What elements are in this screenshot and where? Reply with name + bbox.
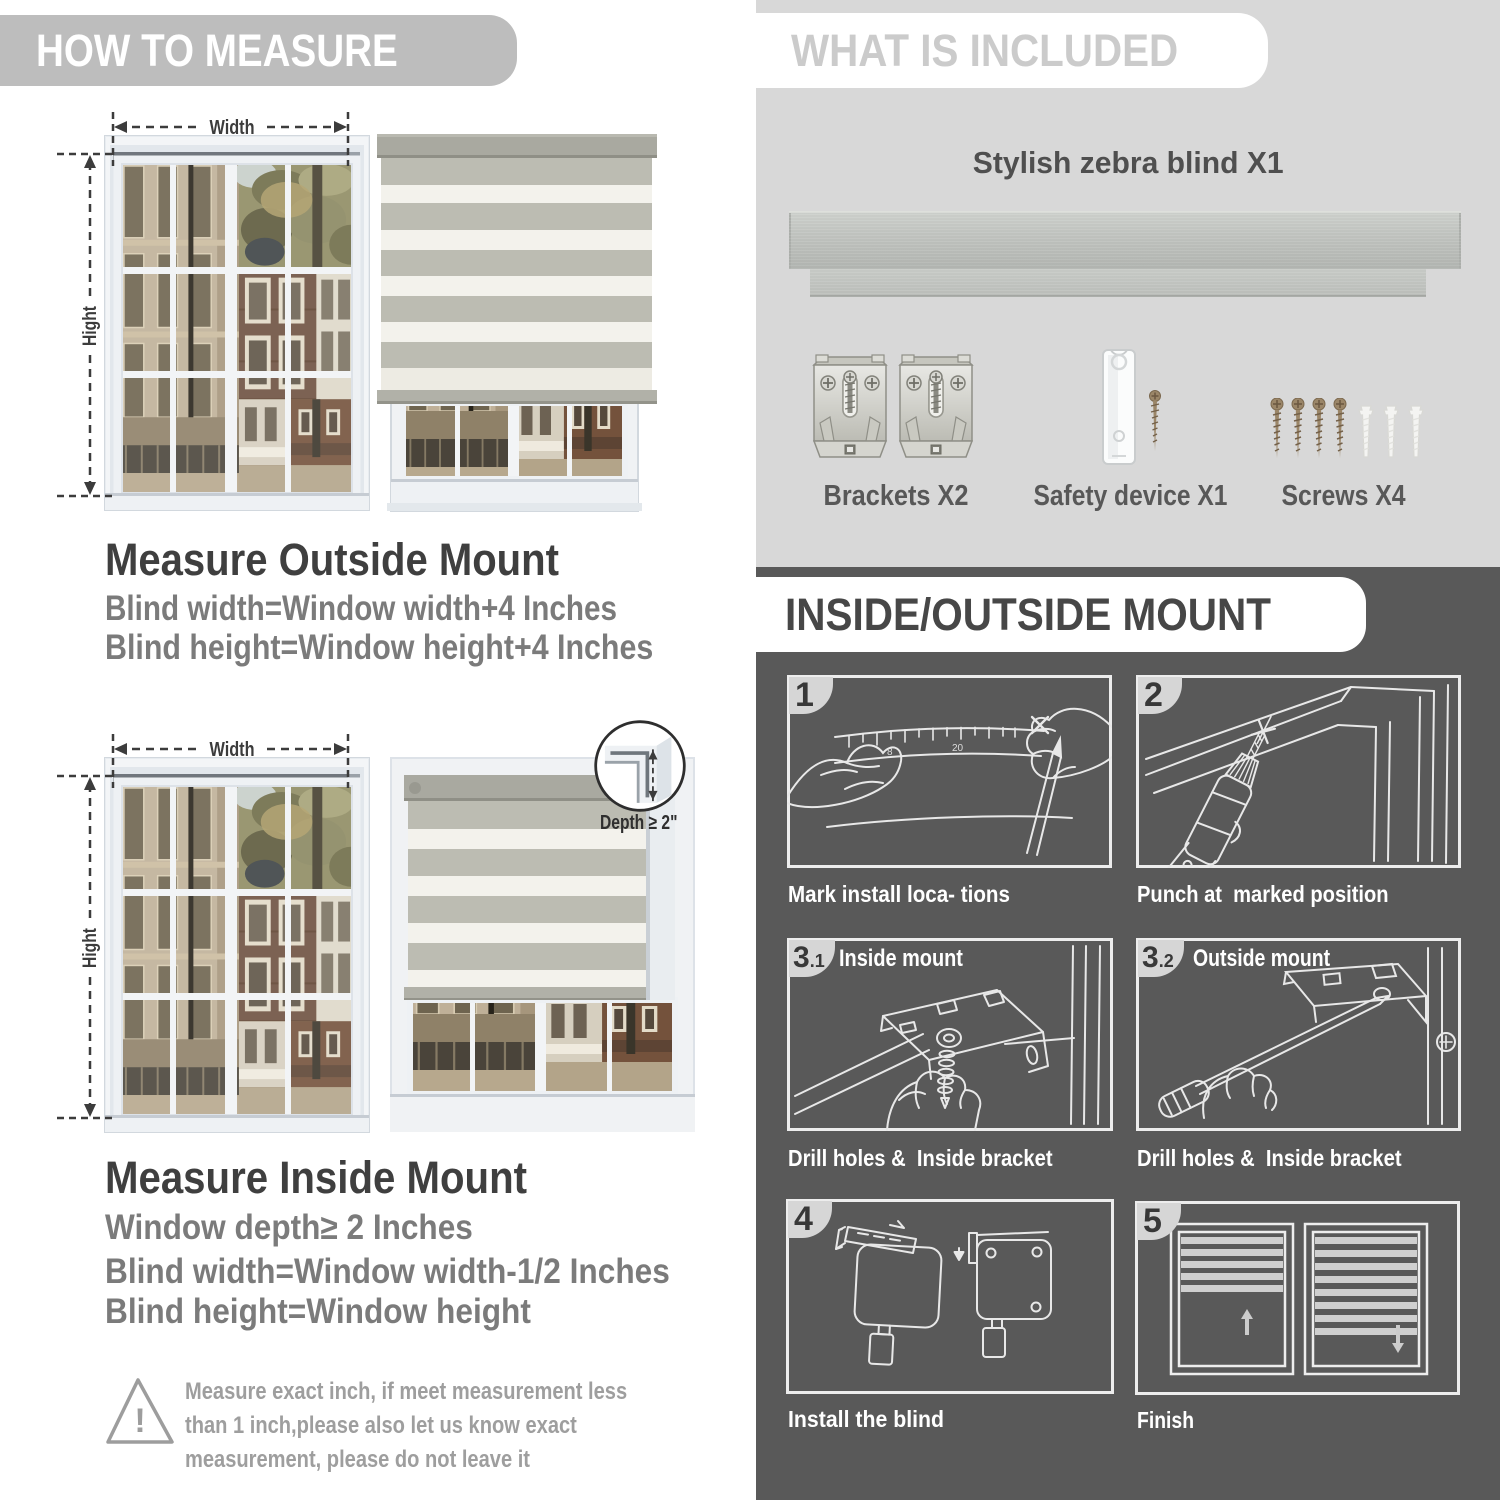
svg-text:20: 20 (952, 743, 964, 754)
svg-text:Width: Width (210, 739, 255, 761)
svg-text:8: 8 (887, 747, 893, 758)
svg-text:Width: Width (210, 117, 255, 139)
svg-text:Hight: Hight (80, 927, 101, 968)
svg-text:!: ! (134, 1402, 145, 1440)
svg-text:Hight: Hight (80, 305, 101, 346)
